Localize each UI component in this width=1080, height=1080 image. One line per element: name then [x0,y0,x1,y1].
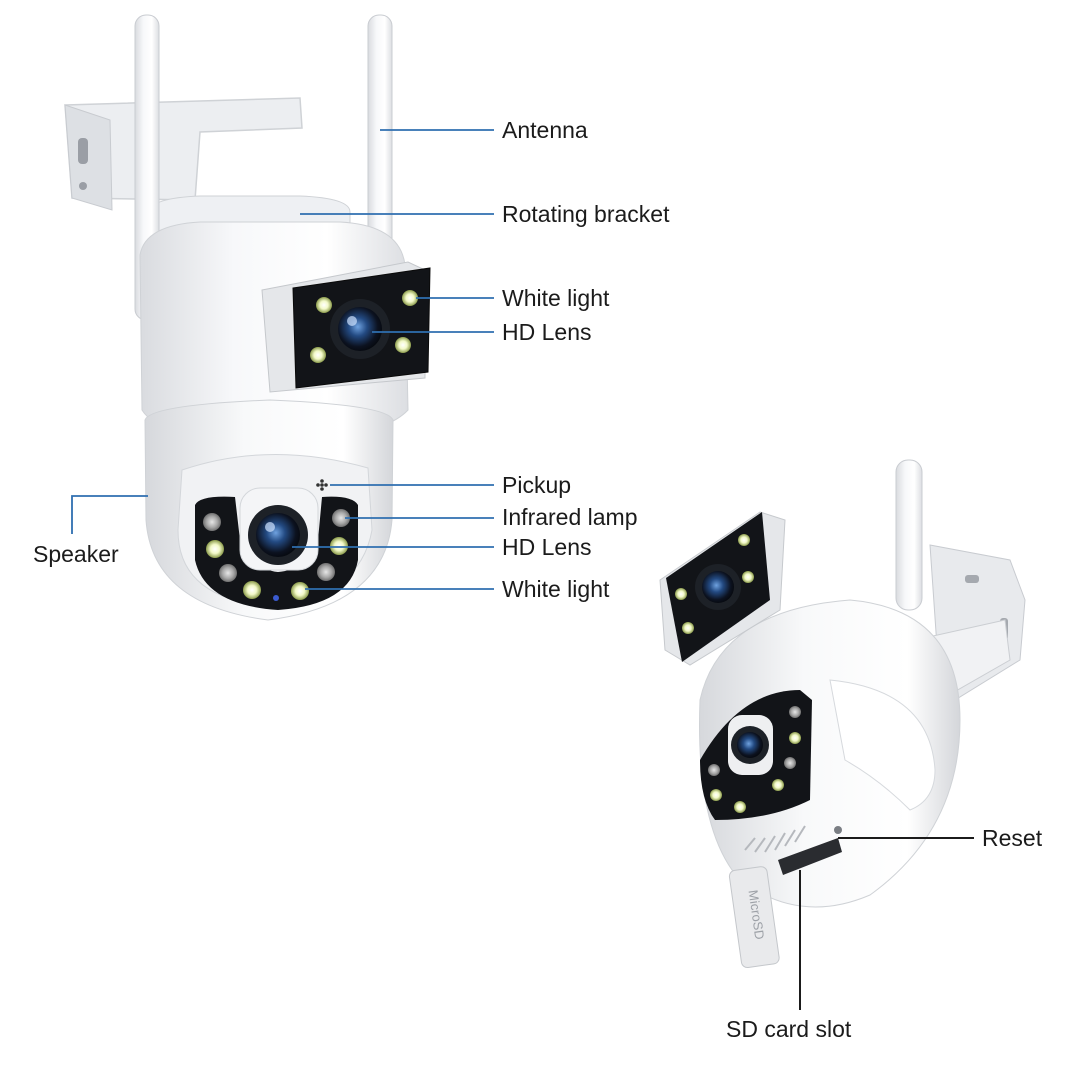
reset-hole-icon [834,826,842,834]
rear-antenna [895,459,923,611]
leader-lines [71,129,974,1010]
rear-top-lens-icon [702,571,734,603]
reset-label: Reset [982,825,1043,851]
microsd-card-text: MicroSD [746,889,768,940]
white-light-bottom-label: White light [502,576,610,602]
pickup-label: Pickup [502,472,571,498]
hd-lens-bottom-icon [256,513,300,557]
rotating-bracket-label: Rotating bracket [502,201,670,227]
screw-hole-icon [79,182,87,190]
white-led-icon [402,290,418,306]
white-led-icon [291,582,309,600]
rear-camera: MicroSD [659,459,1026,969]
microsd-card: MicroSD [728,866,780,969]
antenna-label: Antenna [502,117,588,143]
white-led-icon [310,347,326,363]
status-indicator-icon [273,595,279,601]
top-lens-module [261,261,431,393]
front-camera [64,14,431,621]
speaker-leader [71,495,148,534]
pickup-mic-icon [316,479,328,491]
white-led-icon [206,540,224,558]
white-light-top-label: White light [502,285,610,311]
white-led-icon [330,537,348,555]
infrared-lamp-label: Infrared lamp [502,504,638,530]
sd-card-slot-label: SD card slot [726,1016,852,1042]
infrared-led-icon [203,513,221,531]
hd-lens-top-icon [338,307,382,351]
sd-slot-icon [778,838,842,875]
infrared-led-icon [317,563,335,581]
speaker-grille-icon [744,825,806,853]
infrared-led-icon [219,564,237,582]
white-led-icon [243,581,261,599]
hd-lens-top-label: HD Lens [502,319,591,345]
white-led-icon [316,297,332,313]
screw-slot-icon [78,138,88,164]
wall-bracket [64,97,303,211]
hd-lens-bottom-label: HD Lens [502,534,591,560]
white-led-icon [395,337,411,353]
rear-dome [699,599,961,908]
infrared-led-icon [332,509,350,527]
rear-shoulder [829,679,936,811]
speaker-label: Speaker [33,541,119,567]
callout-labels: Antenna Rotating bracket White light HD … [33,117,1043,1042]
